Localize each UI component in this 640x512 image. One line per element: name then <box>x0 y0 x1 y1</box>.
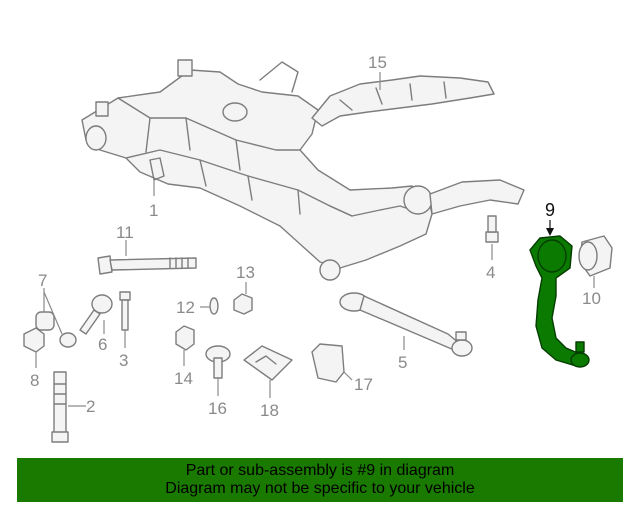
label-part-1: 1 <box>149 201 158 220</box>
bolt-part-6 <box>79 294 113 335</box>
label-part-5: 5 <box>398 353 407 372</box>
label-part-6: 6 <box>98 335 107 354</box>
bolt-part-3 <box>119 291 131 331</box>
clip-part-12 <box>209 297 219 315</box>
label-part-3: 3 <box>119 351 128 370</box>
label-part-10: 10 <box>582 289 601 308</box>
label-part-2: 2 <box>86 397 95 416</box>
nut-part-14 <box>175 325 195 351</box>
label-part-11: 11 <box>116 223 134 242</box>
bushing-parts-7-8 <box>23 311 77 353</box>
banner-line-2: Diagram may not be specific to your vehi… <box>165 480 475 497</box>
label-part-8: 8 <box>30 371 39 390</box>
label-part-14: 14 <box>174 369 193 388</box>
label-part-7: 7 <box>38 271 47 290</box>
clip-nut-part-18 <box>243 345 293 381</box>
highlighted-control-arm-part-9 <box>529 235 590 368</box>
bolt-part-16 <box>205 345 231 379</box>
leader-lines <box>35 72 595 407</box>
nut-part-13 <box>233 293 253 315</box>
subframe-part <box>81 59 525 281</box>
label-part-13: 13 <box>236 263 255 282</box>
label-part-17: 17 <box>354 375 373 394</box>
bushing-part-10 <box>578 235 613 277</box>
banner-line-1: Part or sub-assembly is #9 in diagram <box>185 462 455 479</box>
bracket-part-15 <box>311 75 495 127</box>
control-arm-part-5 <box>339 292 473 357</box>
bolt-part-4 <box>485 215 499 243</box>
long-bolt-part-2 <box>51 371 69 443</box>
label-part-4: 4 <box>486 263 495 282</box>
label-part-9: 9 <box>545 200 555 220</box>
long-bolt-part-11 <box>97 255 197 275</box>
part-info-banner: Part or sub-assembly is #9 in diagram Di… <box>17 458 623 502</box>
label-part-16: 16 <box>208 399 227 418</box>
label-part-18: 18 <box>260 401 279 420</box>
label-part-15: 15 <box>368 53 387 72</box>
exploded-parts-diagram: 1 11 15 4 7 8 2 6 3 12 13 14 16 18 17 5 … <box>23 53 613 443</box>
label-part-12: 12 <box>176 298 195 317</box>
clip-nut-part-17 <box>311 343 345 383</box>
